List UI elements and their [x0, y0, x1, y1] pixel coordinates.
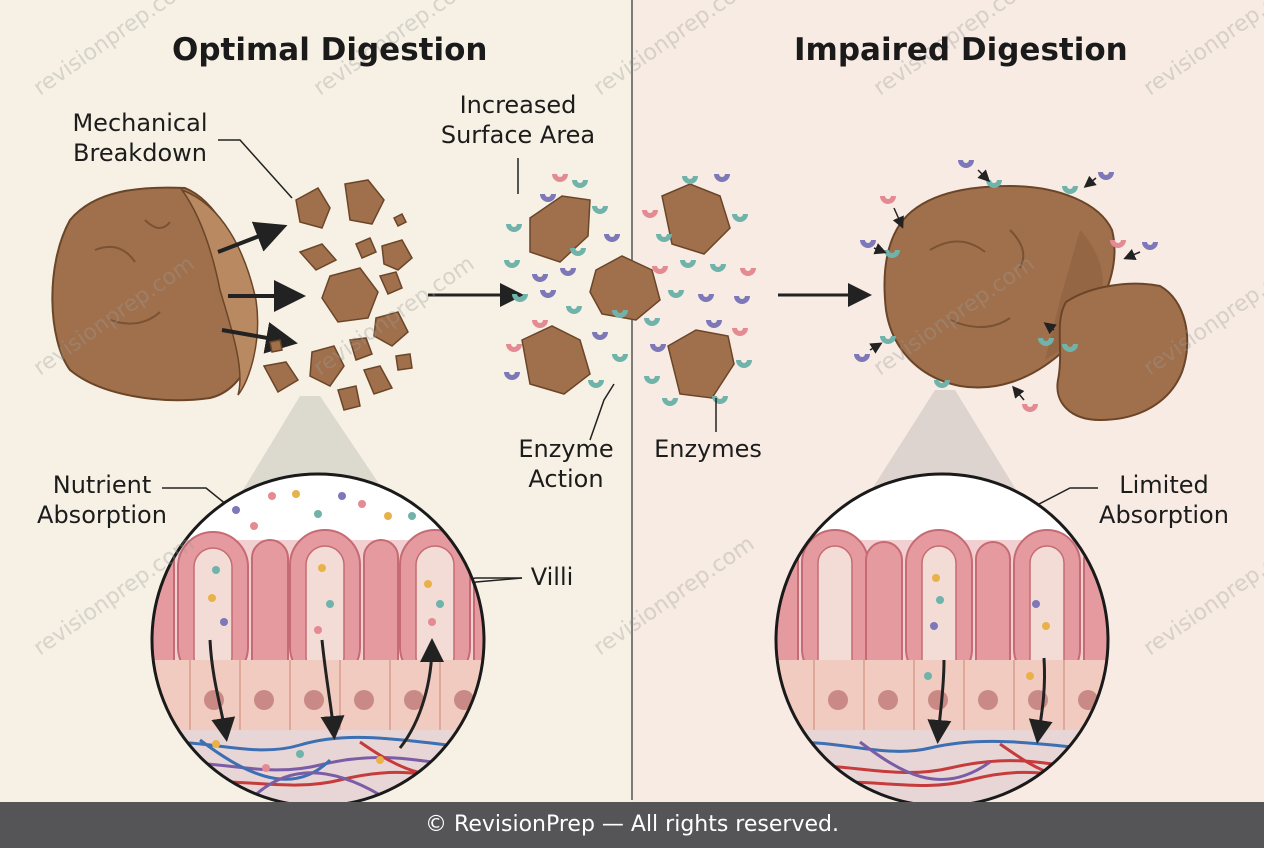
title-impaired-digestion: Impaired Digestion: [794, 32, 1128, 68]
nutrient-particles-right: [924, 574, 1050, 680]
fragments-right-icon: [661, 183, 735, 399]
label-line: Absorption: [1099, 501, 1229, 529]
label-increased-surface-area: Increased Surface Area: [430, 90, 606, 150]
label-enzymes: Enzymes: [654, 435, 762, 463]
copyright-footer: © RevisionPrep — All rights reserved.: [0, 802, 1264, 848]
villi-zoom-impaired: [776, 474, 1108, 806]
failed-binding-arrows: [869, 169, 1141, 401]
label-limited-absorption: Limited Absorption: [1094, 470, 1234, 530]
nutrient-particles-left: [208, 490, 444, 772]
title-optimal-digestion: Optimal Digestion: [172, 32, 488, 68]
label-line: Mechanical: [72, 109, 208, 137]
label-line: Absorption: [37, 501, 167, 529]
label-villi: Villi: [530, 563, 574, 591]
label-nutrient-absorption: Nutrient Absorption: [30, 470, 174, 530]
label-line: Enzyme: [518, 435, 614, 463]
label-line: Limited: [1119, 471, 1209, 499]
broken-chunk-icon: [1056, 282, 1189, 422]
whole-food-chunk-icon: [51, 186, 259, 402]
label-line: Action: [528, 465, 604, 493]
food-fragments-icon: [262, 179, 413, 411]
label-line: Increased: [459, 91, 577, 119]
label-line: Nutrient: [52, 471, 152, 499]
label-line: Surface Area: [440, 121, 596, 149]
label-enzyme-action: Enzyme Action: [506, 434, 626, 494]
digested-fragments-icon: [521, 195, 661, 395]
villi-zoom-optimal: [152, 474, 484, 806]
label-line: Breakdown: [73, 139, 207, 167]
label-mechanical-breakdown: Mechanical Breakdown: [58, 108, 222, 168]
